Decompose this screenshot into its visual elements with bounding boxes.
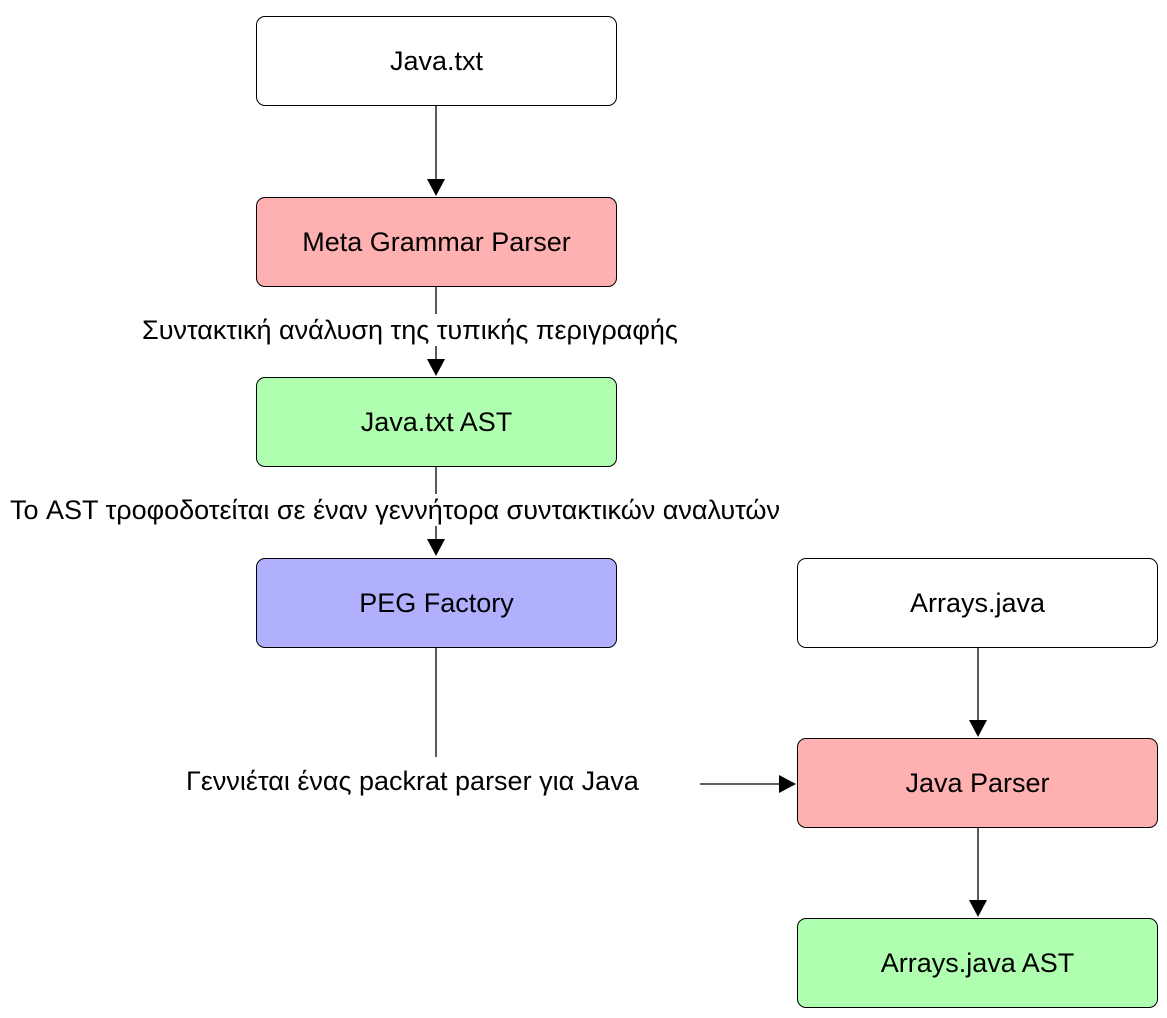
arrowhead-meta-parser — [427, 179, 445, 196]
edge-label-parsing-description: Συντακτική ανάλυση της τυπικής περιγραφή… — [142, 314, 678, 346]
node-peg-factory-label: PEG Factory — [359, 587, 514, 618]
node-meta-grammar-parser: Meta Grammar Parser — [256, 197, 617, 287]
node-arrays-java-label: Arrays.java — [909, 587, 1046, 618]
node-java-txt-label: Java.txt — [389, 45, 484, 76]
node-arrays-java-ast-label: Arrays.java AST — [880, 947, 1075, 978]
node-java-txt: Java.txt — [256, 16, 617, 106]
node-peg-factory: PEG Factory — [256, 558, 617, 648]
arrowhead-java-parser-top — [969, 720, 987, 737]
arrowhead-peg-factory — [427, 539, 445, 556]
node-java-txt-ast-label: Java.txt AST — [360, 406, 513, 437]
edge-label-packrat-generated: Γεννιέται ένας packrat parser για Java — [186, 765, 639, 797]
node-java-txt-ast: Java.txt AST — [256, 377, 617, 467]
arrowhead-java-parser-left — [779, 775, 796, 793]
node-arrays-java: Arrays.java — [797, 558, 1158, 648]
arrowhead-java-txt-ast — [427, 359, 445, 376]
node-java-parser: Java Parser — [797, 738, 1158, 828]
node-java-parser-label: Java Parser — [905, 767, 1050, 798]
edge-label-ast-fed: Το AST τροφοδοτείται σε έναν γεννήτορα σ… — [10, 494, 781, 526]
node-arrays-java-ast: Arrays.java AST — [797, 918, 1158, 1008]
node-meta-grammar-parser-label: Meta Grammar Parser — [302, 226, 571, 257]
arrowhead-arrays-ast — [969, 900, 987, 917]
